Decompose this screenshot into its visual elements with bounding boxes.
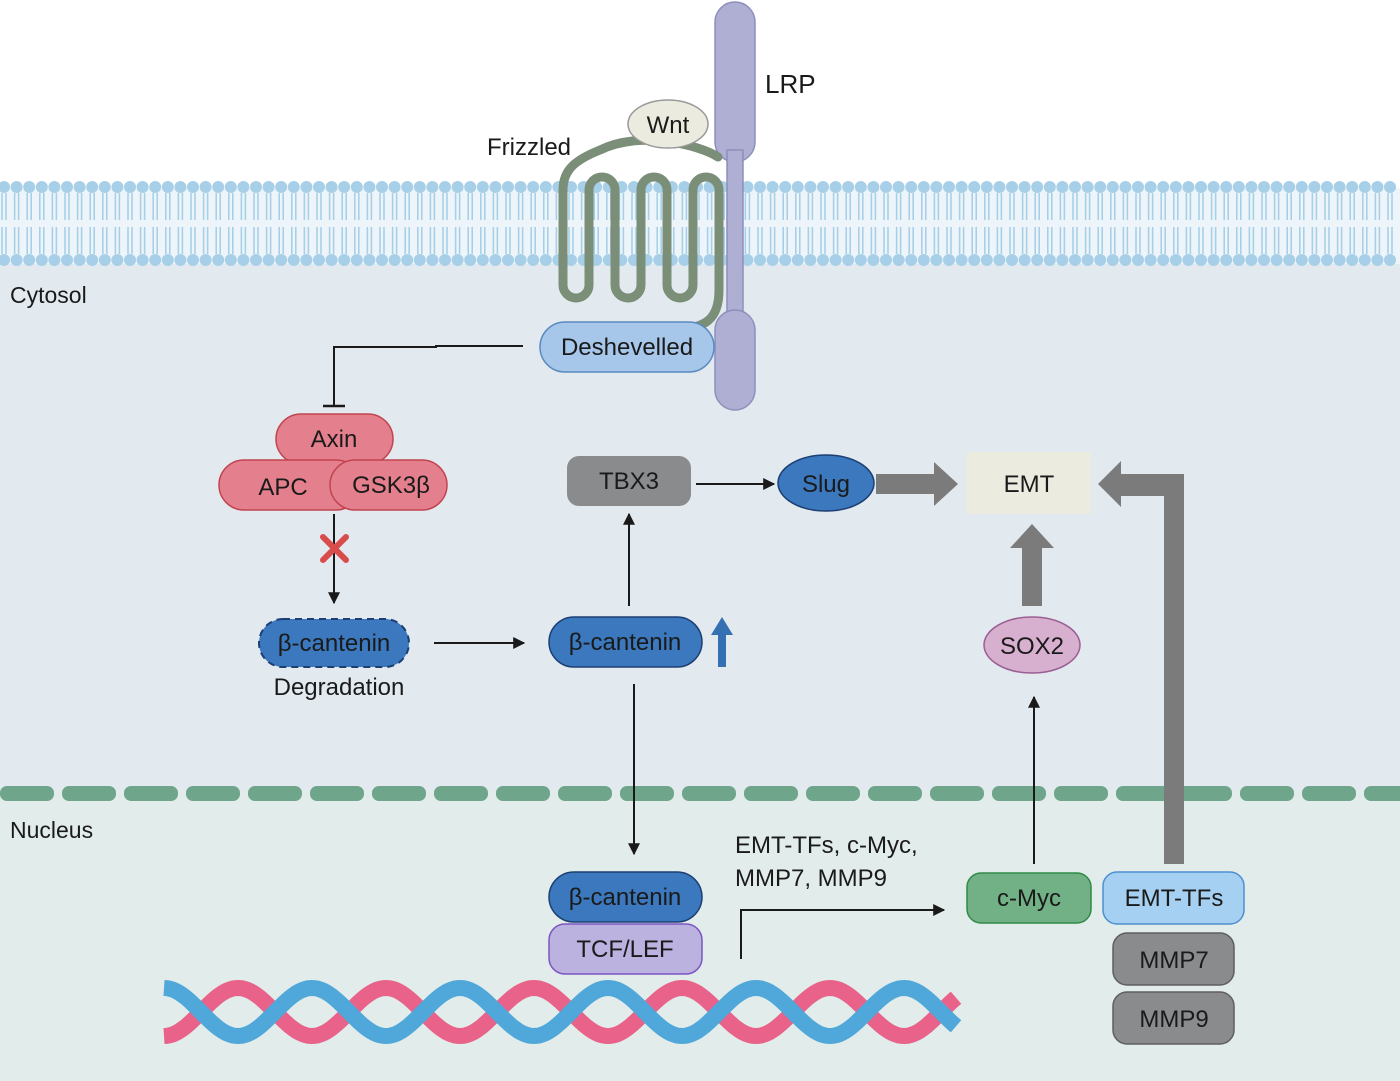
cytosol-region: [0, 190, 1400, 790]
transcription-targets-line2: MMP7, MMP9: [735, 865, 887, 892]
svg-text:Slug: Slug: [802, 471, 850, 498]
cytosol-label: Cytosol: [10, 282, 87, 308]
frizzled-label: Frizzled: [487, 134, 571, 161]
sox2-to-emt-thick-arrow: [1010, 524, 1054, 606]
emt-node: EMT: [967, 452, 1091, 514]
inhibition-edge-deshevelled: [333, 345, 523, 406]
destruction-complex: [218, 413, 448, 511]
svg-text:Deshevelled: Deshevelled: [561, 334, 693, 361]
tcf-lef-node: TCF/LEF: [548, 923, 703, 975]
beta-catenin-degraded-node: β-cantenin: [258, 618, 410, 668]
svg-text:c-Myc: c-Myc: [997, 885, 1061, 912]
mmp7-node: MMP7: [1112, 932, 1235, 986]
lrp-receptor: [714, 1, 756, 411]
svg-text:TCF/LEF: TCF/LEF: [576, 936, 673, 963]
svg-text:EMT-TFs: EMT-TFs: [1125, 885, 1224, 912]
svg-text:MMP7: MMP7: [1139, 947, 1208, 974]
beta-catenin-nuclear-node: β-cantenin: [548, 871, 703, 923]
blocked-cross-icon: [320, 534, 349, 563]
svg-text:β-cantenin: β-cantenin: [569, 884, 682, 911]
nucleus-label: Nucleus: [10, 817, 93, 843]
axin-label: Axin: [311, 426, 358, 453]
slug-to-emt-thick-arrow: [876, 462, 958, 506]
transcription-edge: [740, 904, 946, 959]
svg-text:Wnt: Wnt: [647, 112, 690, 139]
wnt-ligand: Wnt: [627, 99, 709, 149]
degradation-label: Degradation: [274, 674, 405, 701]
gsk3b-label: GSK3β: [352, 472, 430, 499]
sox2-node: SOX2: [983, 616, 1081, 674]
svg-text:TBX3: TBX3: [599, 468, 659, 495]
apc-label: APC: [258, 474, 307, 501]
deshevelled-node: Deshevelled: [539, 321, 715, 373]
svg-text:MMP9: MMP9: [1139, 1006, 1208, 1033]
cell-membrane: [0, 181, 1400, 266]
emt-tfs-node: EMT-TFs: [1102, 871, 1245, 925]
beta-catenin-stabilized-node: β-cantenin: [548, 616, 703, 668]
c-myc-node: c-Myc: [966, 872, 1092, 924]
nuclear-envelope: [0, 786, 1400, 801]
extracellular-region: [0, 0, 1400, 190]
tbx3-node: TBX3: [567, 456, 691, 506]
transcription-targets-line1: EMT-TFs, c-Myc,: [735, 832, 918, 859]
svg-text:β-cantenin: β-cantenin: [569, 629, 682, 656]
upregulation-arrow-icon: [711, 617, 733, 667]
lrp-label: LRP: [765, 69, 816, 99]
svg-text:SOX2: SOX2: [1000, 633, 1064, 660]
frizzled-receptor: [558, 135, 724, 335]
emt-tfs-to-emt-thick-arrow: [1098, 461, 1184, 864]
slug-node: Slug: [777, 454, 875, 512]
svg-text:β-cantenin: β-cantenin: [278, 630, 391, 657]
mmp9-node: MMP9: [1112, 991, 1235, 1045]
svg-text:EMT: EMT: [1004, 471, 1055, 498]
dna-helix: [163, 979, 962, 1045]
